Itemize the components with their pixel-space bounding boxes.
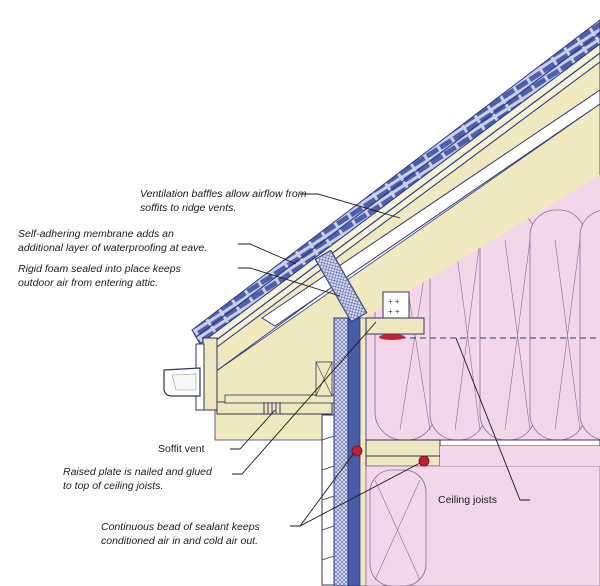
label-ceiling-joists: Ceiling joists — [438, 494, 497, 506]
label-soffit-vent: Soffit vent — [158, 443, 205, 455]
sealant-bead-1 — [351, 445, 363, 457]
soffit-board — [216, 401, 333, 415]
nail-plate — [382, 291, 410, 319]
ceiling-drywall — [439, 439, 600, 447]
label-sealant-line2: conditioned air in and cold air out. — [101, 535, 258, 547]
label-foam-line2: outdoor air from entering attic. — [18, 277, 158, 289]
wall-assembly — [321, 317, 600, 586]
labels: Ventilation baffles allow airflow from s… — [18, 188, 497, 547]
label-foam-line1: Rigid foam sealed into place keeps — [18, 263, 182, 275]
label-sealant-line1: Continuous bead of sealant keeps — [101, 521, 261, 533]
label-baffles-line1: Ventilation baffles allow airflow from — [140, 188, 307, 200]
label-membrane-line2: additional layer of waterproofing at eav… — [18, 242, 207, 254]
label-plate-line2: to top of ceiling joists. — [63, 480, 163, 492]
leader-lines — [230, 193, 530, 527]
rigid-foam-block — [314, 249, 368, 323]
wall-sheathing — [333, 317, 349, 586]
soffit-vent-slots — [263, 402, 281, 414]
svg-text:+ +: + + — [388, 297, 400, 306]
label-membrane-line1: Self-adhering membrane adds an — [18, 228, 174, 240]
top-plate — [365, 439, 441, 457]
sealant-bead-joist — [379, 334, 405, 340]
raised-plate — [365, 317, 425, 335]
label-baffles-line2: soffits to ridge vents. — [140, 202, 236, 214]
fascia-board — [202, 337, 218, 411]
svg-text:+ +: + + — [388, 307, 400, 316]
ventilation-baffle — [261, 89, 600, 327]
label-plate-line1: Raised plate is nailed and glued — [63, 466, 213, 478]
sealant-bead-2 — [418, 455, 430, 467]
